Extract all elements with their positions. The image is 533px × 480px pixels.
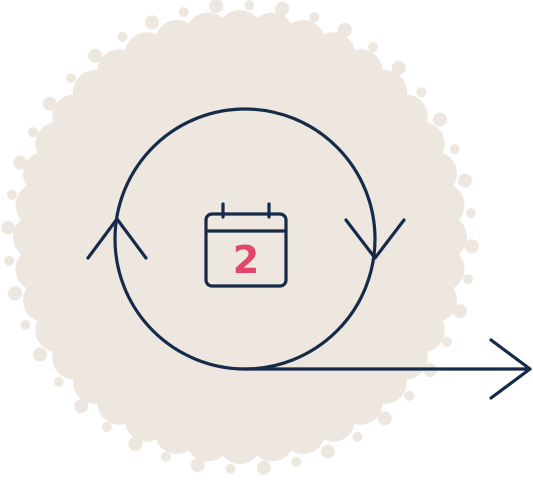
blob-dot (6, 189, 17, 200)
blob-scallop (420, 182, 465, 227)
blob-dot (20, 319, 31, 330)
arrow-head (489, 338, 532, 400)
blob-dot (128, 437, 143, 451)
blob-dot (337, 23, 352, 37)
blob-dot (309, 12, 320, 23)
calendar-icon (204, 202, 288, 288)
blob-dot (4, 255, 15, 266)
blob-dot (352, 432, 363, 442)
blob-dot (145, 15, 160, 30)
blob-dot (442, 336, 452, 347)
blob-scallop (218, 420, 262, 464)
blob-dot (190, 458, 205, 473)
blob-scallop (13, 215, 57, 259)
blob-dot (416, 87, 427, 98)
blob-dot (88, 48, 103, 63)
blob-dot (275, 1, 290, 16)
blob-scallop (185, 12, 230, 57)
blob-dot (368, 42, 379, 52)
calendar-number: 2 (233, 238, 259, 282)
blob-dot (13, 155, 28, 170)
blob-dot (433, 112, 447, 127)
blob-dot (33, 347, 47, 362)
blob-dot (8, 286, 22, 301)
left-arrow-head (86, 217, 148, 260)
right-arrow-head (344, 218, 406, 260)
blob-dot (391, 60, 406, 75)
blob-dot (65, 73, 76, 84)
blob-dot (160, 451, 171, 462)
blob-dot (43, 96, 57, 111)
blob-dot (225, 463, 236, 474)
blob-dot (449, 144, 460, 155)
blob-dot (209, 0, 224, 14)
blob-dot (458, 173, 472, 188)
blob-dot (465, 208, 476, 219)
blob-dot (178, 7, 189, 17)
blob-dot (53, 376, 64, 387)
scalloped-blob (13, 10, 467, 464)
blob-dot (291, 457, 302, 467)
blob-dot (320, 444, 335, 459)
blob-dot (452, 304, 467, 319)
blob-scallop (15, 247, 60, 292)
blob-dot (117, 32, 128, 42)
blob-dot (1, 220, 16, 235)
arrow-right-icon (243, 338, 532, 400)
blob-dot (101, 422, 112, 432)
blob-dot (377, 411, 392, 426)
blob-scallop (423, 215, 467, 259)
blob-scallop (250, 417, 295, 462)
blob-dot (464, 239, 479, 254)
blob-dot (74, 399, 89, 414)
blob-dot (463, 274, 474, 285)
blob-scallop (218, 10, 262, 54)
dot-ring (1, 0, 479, 475)
blob-dot (404, 390, 415, 401)
blob-dot (244, 0, 255, 11)
blob-dot (256, 460, 271, 475)
blob-dot (28, 127, 38, 138)
calendar-body (204, 212, 288, 288)
